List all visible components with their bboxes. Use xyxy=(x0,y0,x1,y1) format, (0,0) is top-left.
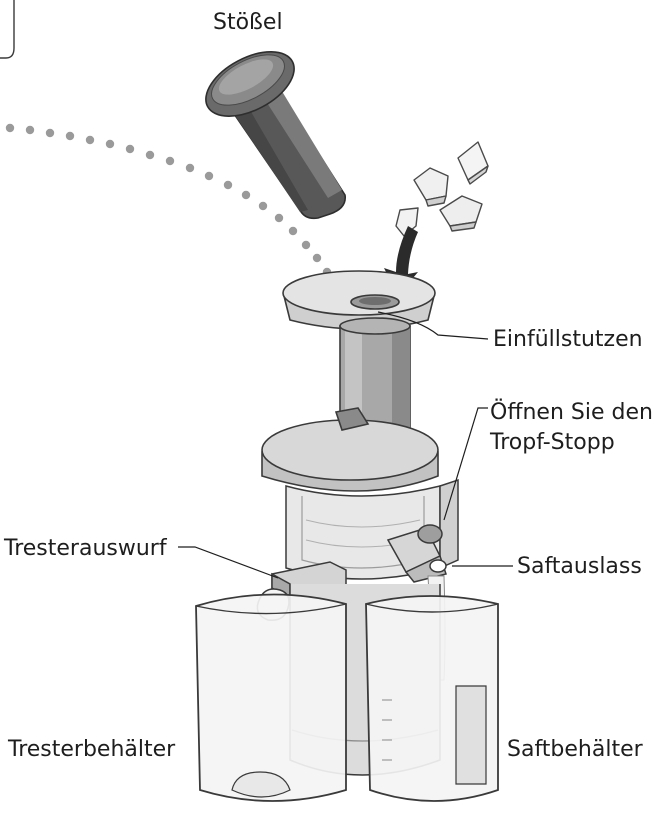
fruit-pieces xyxy=(396,142,488,236)
label-pulp-outlet: Tresterauswurf xyxy=(4,535,167,563)
housing-lid xyxy=(262,408,438,491)
frame-corner xyxy=(0,0,14,58)
label-feed-chute: Einfüllstutzen xyxy=(493,326,643,354)
pulp-container xyxy=(196,594,346,801)
pusher xyxy=(195,39,345,219)
label-open-drip-stop: Öffnen Sie den Tropf-Stopp xyxy=(490,398,665,458)
label-juice-container: Saftbehälter xyxy=(507,736,643,764)
label-open-drip-stop-line1: Öffnen Sie den xyxy=(490,400,653,425)
label-open-drip-stop-line2: Tropf-Stopp xyxy=(490,430,615,455)
label-pusher: Stößel xyxy=(213,9,283,37)
label-juice-outlet: Saftauslass xyxy=(517,553,642,581)
juice-container xyxy=(366,596,498,801)
label-pulp-container: Tresterbehälter xyxy=(8,736,175,764)
